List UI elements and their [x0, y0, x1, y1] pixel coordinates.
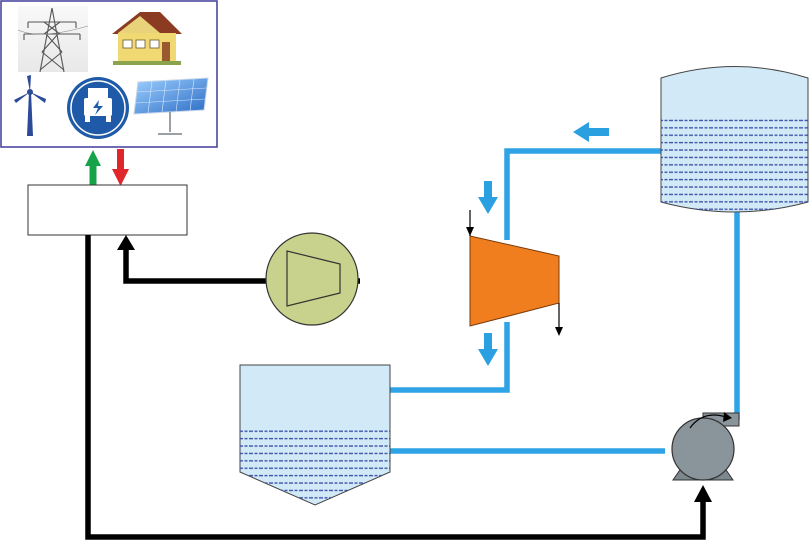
turbine-to-lower-pipe — [390, 322, 510, 393]
power-lines — [85, 235, 706, 540]
power-controller-box — [27, 184, 188, 236]
controller-input-arrowhead — [117, 235, 135, 250]
water-pipes — [390, 148, 740, 454]
upper-to-turbine-pipe — [504, 148, 661, 240]
power-grid-box — [0, 0, 218, 148]
wind-turbine-icon — [14, 75, 46, 136]
power-from-grid-arrow — [112, 149, 129, 186]
generator-motor — [265, 232, 359, 326]
hydro-turbine — [466, 210, 563, 336]
water-pump — [671, 412, 740, 481]
power-pylon-icon — [17, 6, 89, 73]
controller-to-pump-line — [85, 235, 706, 540]
flow-arrow-down-upper — [478, 181, 498, 214]
generator-icon — [67, 77, 129, 139]
pump-input-arrowhead — [694, 485, 712, 502]
flow-arrow-left — [573, 122, 609, 142]
solar-panel-icon — [133, 77, 209, 135]
house-icon — [112, 12, 182, 65]
flow-arrow-down-lower — [478, 333, 498, 366]
upper-reservoir-tank — [660, 66, 809, 213]
lower-reservoir-tank — [239, 364, 391, 506]
power-to-grid-arrow — [85, 150, 101, 186]
